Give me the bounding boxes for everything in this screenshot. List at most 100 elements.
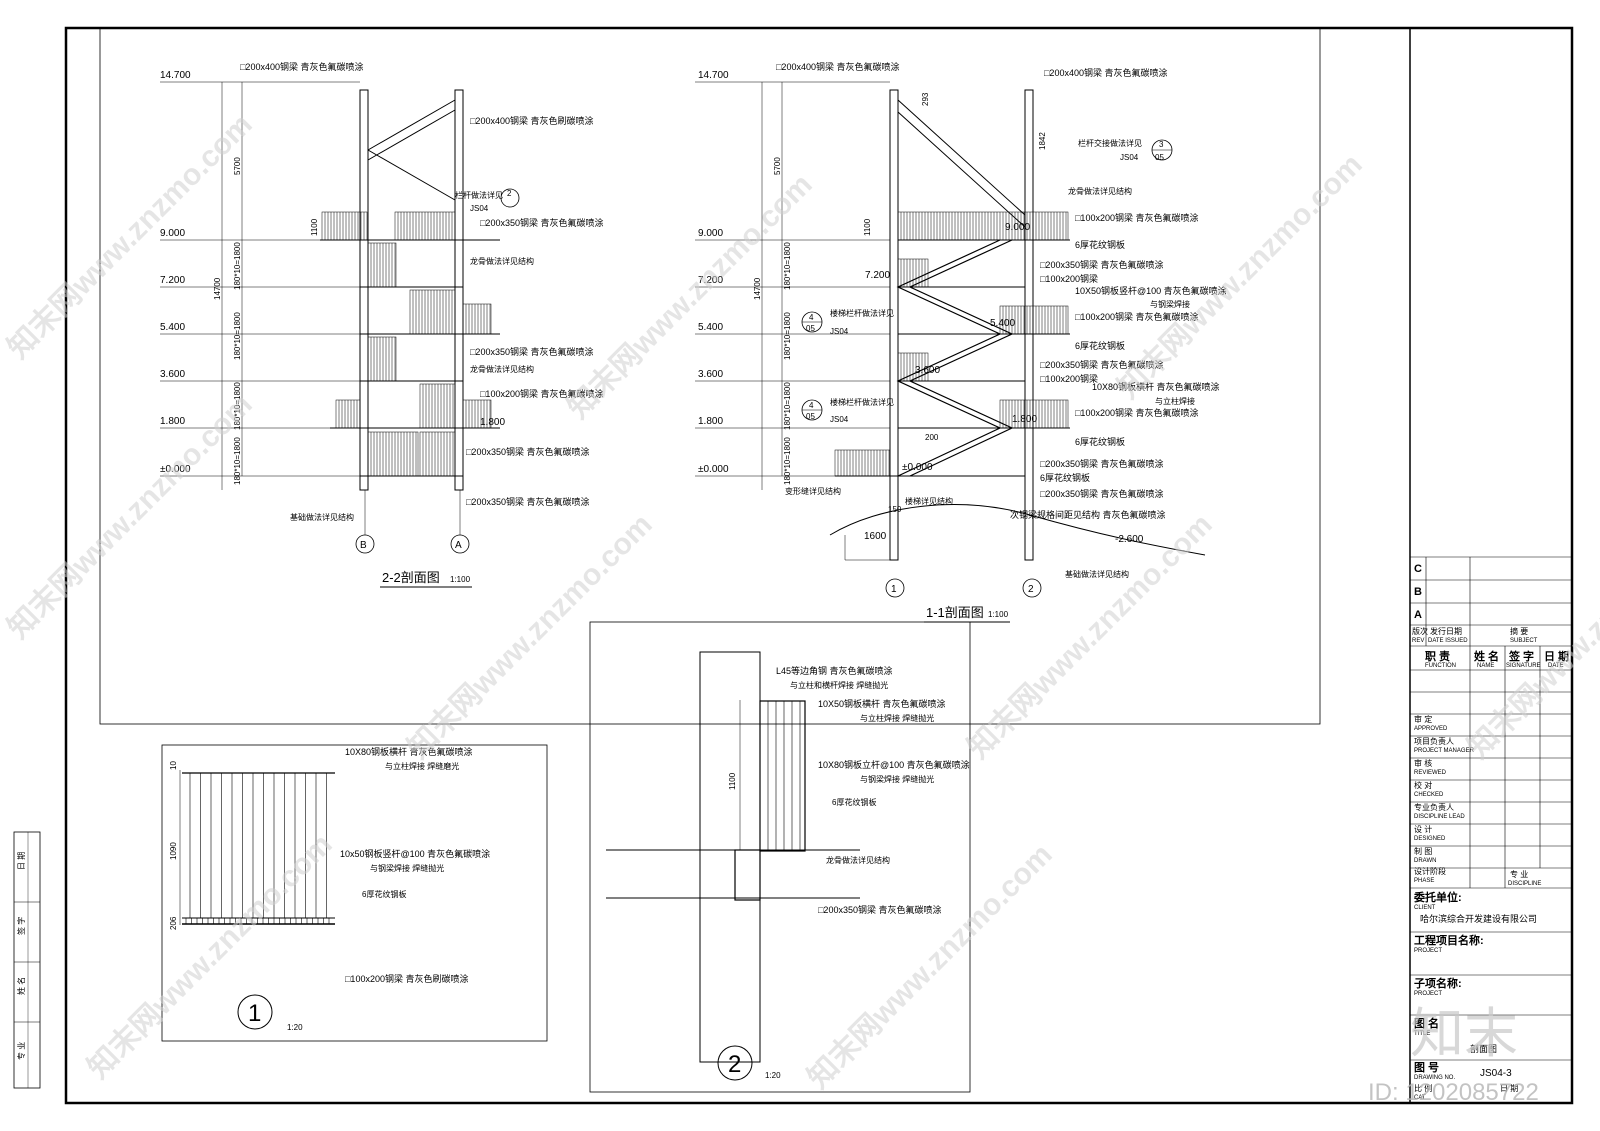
svg-text:知末网www.znzmo.com: 知末网www.znzmo.com: [2, 108, 259, 365]
tb-role-en-4: DISCIPLINE LEAD: [1414, 814, 1465, 820]
tb-role-en-5: DESIGNED: [1414, 836, 1446, 842]
d2-label-6: 6厚花纹钢板: [832, 797, 876, 807]
s11-title: 1-1剖面图: [926, 605, 984, 620]
s22-axis-b: B: [360, 540, 367, 551]
tb-rev-c: C: [1414, 563, 1422, 575]
svg-text:JS04: JS04: [830, 415, 849, 424]
s11-dim-d: 180*10=1800: [783, 437, 792, 485]
s22-label-10: 1.800: [480, 417, 505, 428]
tb-drawing-label: 图 名: [1414, 1016, 1439, 1030]
detail-1: 10 1090 206 10X80钢板横杆 青灰色氟碳喷涂 与立柱焊接 焊缝磨光…: [161, 744, 548, 1042]
tb-date-label: 日 期: [1500, 1084, 1518, 1093]
s11-label-24: 次钢梁规格间距见结构 青灰色氟碳喷涂: [1010, 509, 1166, 520]
d1-dim-1090: 1090: [169, 842, 178, 860]
s22-label-7: □200x350钢梁 青灰色氟碳喷涂: [470, 346, 593, 357]
tb-discipline-en: DISCIPLINE: [1508, 881, 1541, 887]
s22-label-9: □100x200钢梁 青灰色氟碳喷涂: [480, 388, 603, 399]
s22-railings: [321, 211, 492, 477]
s11-callout-a: 4 05 JS04: [801, 311, 849, 336]
d1-label-0: 10X80钢板横杆 青灰色氟碳喷涂: [345, 746, 473, 757]
s11-label-33: 5.400: [990, 318, 1015, 329]
s11-label-10: □100x200钢梁: [1040, 273, 1098, 284]
s11-label-13: □100x200钢梁 青灰色氟碳喷涂: [1075, 311, 1198, 322]
svg-text:知末网www.znzmo.com: 知末网www.znzmo.com: [562, 168, 819, 425]
d2-label-3: 与立柱焊接 焊缝抛光: [860, 713, 934, 723]
tb-rev-head-en-0: REV: [1412, 638, 1424, 644]
tb-role-2: 审 核: [1414, 758, 1432, 768]
tb-role-en-2: REVIEWED: [1414, 770, 1447, 776]
s11-label-19: □100x200钢梁 青灰色氟碳喷涂: [1075, 407, 1198, 418]
s22-axis-a: A: [455, 540, 462, 551]
s22-dim-5700: 5700: [233, 157, 242, 175]
tb-func-en-0: FUNCTION: [1425, 663, 1456, 669]
tb-drawing-name: 剖面图: [1470, 1043, 1497, 1054]
tb-project-label: 工程项目名称:: [1414, 933, 1484, 947]
s22-label-0: □200x400钢梁 青灰色氟碳喷涂: [240, 61, 363, 72]
s11-label-23: □200x350钢梁 青灰色氟碳喷涂: [1040, 488, 1163, 499]
s11-label-17: 10X80钢板横杆 青灰色氟碳喷涂: [1092, 381, 1220, 392]
strip-name: 姓 名: [16, 977, 26, 995]
tb-role-en-7: PHASE: [1414, 878, 1434, 884]
tb-project-en: PROJECT: [1414, 948, 1442, 954]
s11-label-32: 7.200: [865, 270, 890, 281]
svg-text:JS04: JS04: [830, 327, 849, 336]
tb-drawingno-en: DRAWING NO.: [1414, 1075, 1455, 1081]
svg-text:4: 4: [809, 401, 814, 410]
tb-client-en: CLIENT: [1414, 905, 1436, 911]
s22-dim-d: 180*10=1800: [233, 437, 242, 485]
tb-rev-head-en-2: SUBJECT: [1510, 638, 1538, 644]
tb-subproject-label: 子项名称:: [1414, 976, 1462, 990]
s11-label-20: 6厚花纹钢板: [1075, 436, 1125, 447]
tb-drawingno-label: 图 号: [1414, 1061, 1439, 1074]
s22-label-4: 2: [507, 189, 512, 198]
s11-label-15: □200x350钢梁 青灰色氟碳喷涂: [1040, 359, 1163, 370]
svg-text:4: 4: [809, 313, 814, 322]
d1-label-2: 10x50钢板竖杆@100 青灰色氟碳喷涂: [340, 848, 490, 859]
s11-label-9: □200x350钢梁 青灰色氟碳喷涂: [1040, 259, 1163, 270]
s11-label-2: 栏杆交接做法详见: [1078, 138, 1142, 148]
s11-dim-5700: 5700: [773, 157, 782, 175]
tb-client-label: 委托单位:: [1413, 890, 1462, 904]
tb-func-2: 签 字: [1508, 649, 1534, 663]
s22-level-14700: 14.700: [160, 70, 191, 81]
tb-discipline: 专 业: [1510, 869, 1528, 879]
s22-title: 2-2剖面图: [382, 570, 440, 585]
s11-level-0: ±0.000: [698, 464, 729, 475]
tb-cat-label: 比 例: [1414, 1083, 1432, 1093]
tb-role-en-6: DRAWN: [1414, 858, 1436, 864]
s22-label-12: □200x350钢梁 青灰色氟碳喷涂: [466, 496, 589, 507]
tb-rev-head-en-1: DATE ISSUED: [1428, 638, 1468, 644]
d2-label-8: □200x350钢梁 青灰色氟碳喷涂: [818, 904, 941, 915]
s11-scale: 1:100: [988, 610, 1009, 619]
s11-label-8: 6厚花纹钢板: [1075, 239, 1125, 250]
d2-label-7: 龙骨做法详见结构: [826, 855, 890, 865]
s22-level-0: ±0.000: [160, 464, 191, 475]
s11-label-30: -2.600: [1115, 534, 1144, 545]
s22-dim-b: 180*10=1800: [233, 312, 242, 360]
d2-scale: 1:20: [765, 1071, 781, 1080]
tb-func-en-3: DATE: [1548, 663, 1564, 669]
tb-role-0: 审 定: [1414, 714, 1432, 724]
s11-axis-1: 1: [891, 584, 897, 595]
tb-func-en-2: SIGNATURE: [1506, 663, 1541, 669]
tb-role-en-3: CHECKED: [1414, 792, 1444, 798]
s22-scale: 1:100: [450, 575, 471, 584]
s11-label-1: □200x400钢梁 青灰色氟碳喷涂: [1044, 67, 1167, 78]
s11-level-14700: 14.700: [698, 70, 729, 81]
tb-rev-b: B: [1414, 586, 1422, 598]
tb-role-3: 校 对: [1414, 780, 1432, 790]
tb-func-3: 日 期: [1544, 649, 1569, 663]
strip-sign: 签 字: [16, 917, 26, 935]
tb-func-1: 姓 名: [1474, 649, 1499, 663]
s22-label-3: JS04: [470, 204, 489, 213]
s11-label-35: 1.800: [1012, 414, 1037, 425]
s22-level-5400: 5.400: [160, 322, 185, 333]
s11-stair-flight: [896, 239, 1002, 477]
tb-func-en-1: NAME: [1477, 663, 1494, 669]
s11-label-27: 楼梯栏杆做法详见: [830, 397, 894, 407]
svg-text:知末网www.znzmo.com: 知末网www.znzmo.com: [402, 508, 659, 765]
detail-2: 1100 L45等边角钢 青灰色氟碳喷涂 与立柱和横杆焊接 焊缝抛光 10X50…: [589, 621, 971, 1093]
strip-date: 日 期: [17, 852, 26, 870]
left-signature-strip: 日 期 签 字 姓 名 专 业: [13, 831, 41, 1089]
tb-cat-en: CAT: [1414, 1095, 1426, 1101]
